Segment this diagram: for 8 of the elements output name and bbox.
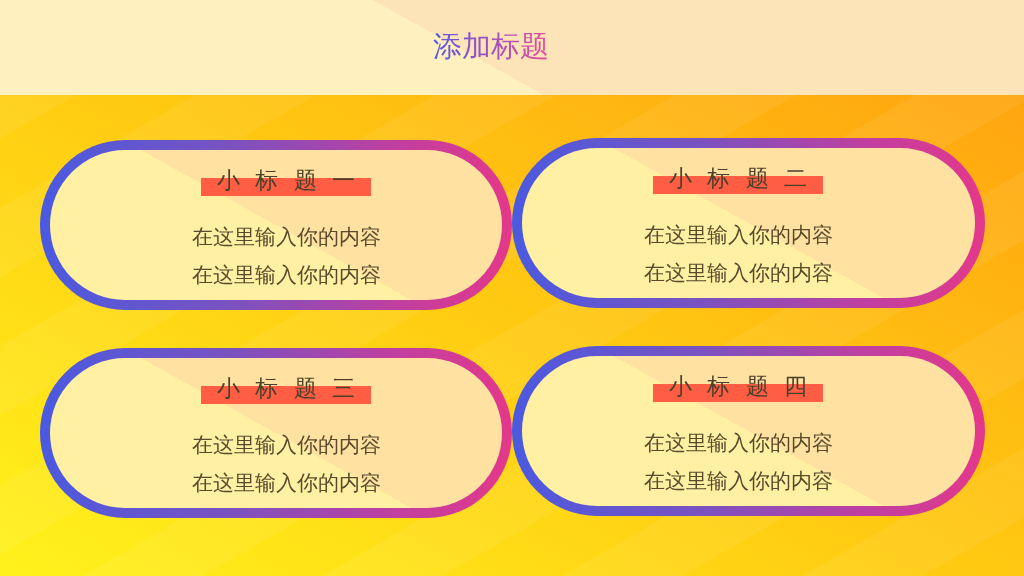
body-text: 在这里输入你的内容 (191, 470, 381, 496)
body-text: 在这里输入你的内容 (191, 262, 381, 288)
body-text: 在这里输入你的内容 (643, 468, 833, 494)
body-text: 在这里输入你的内容 (191, 224, 381, 250)
body-text: 在这里输入你的内容 (191, 432, 381, 458)
body-text: 在这里输入你的内容 (643, 260, 833, 286)
body-text: 在这里输入你的内容 (643, 222, 833, 248)
body-text: 在这里输入你的内容 (643, 430, 833, 456)
